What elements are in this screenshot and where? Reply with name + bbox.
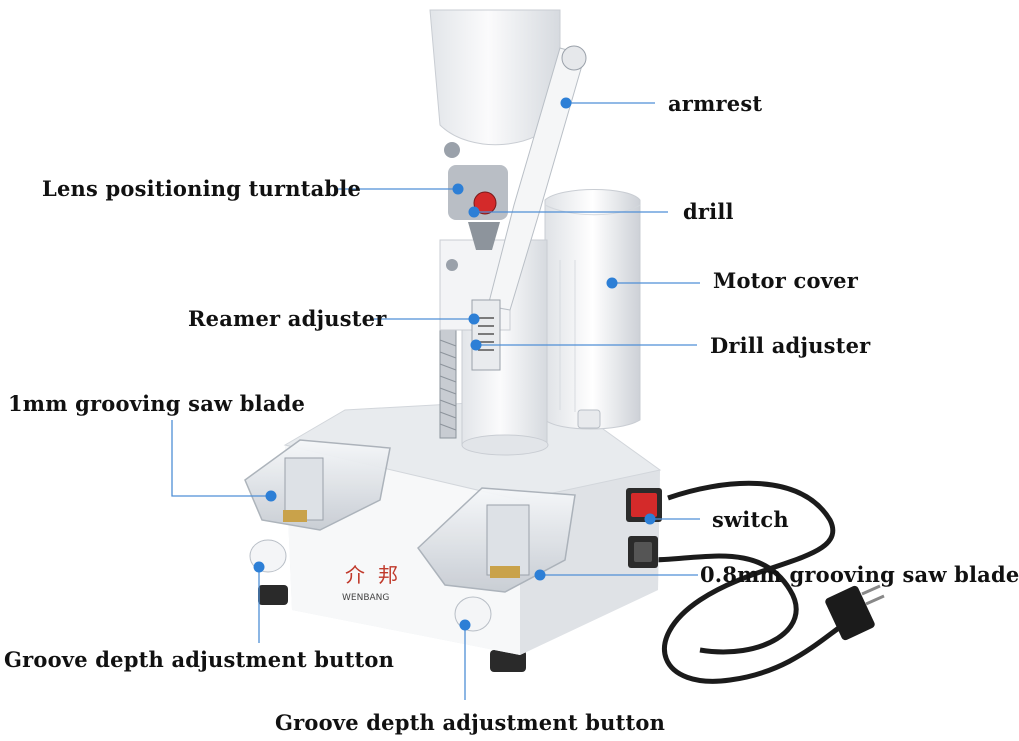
marker-drill-adjuster xyxy=(470,339,482,351)
brand-logo: 介 邦 WENBANG xyxy=(342,563,398,603)
callout-leader-lines xyxy=(171,102,700,700)
marker-1mm-blade xyxy=(265,490,277,502)
callout-reamer-adjuster: Reamer adjuster xyxy=(188,306,387,331)
marker-drill xyxy=(468,206,480,218)
svg-text:介: 介 xyxy=(345,563,365,587)
callout-groove-depth-button-bottom: Groove depth adjustment button xyxy=(275,710,666,735)
callout-groove-depth-button-left: Groove depth adjustment button xyxy=(4,647,395,672)
marker-switch xyxy=(644,513,656,525)
armrest-lever xyxy=(487,45,587,311)
threaded-column xyxy=(439,329,457,439)
drill-head xyxy=(429,9,561,250)
left-blade-housing xyxy=(244,439,391,531)
adjuster-scale xyxy=(471,299,501,371)
callout-drill-adjuster: Drill adjuster xyxy=(710,333,871,358)
callout-switch: switch xyxy=(712,507,789,532)
power-switch xyxy=(626,488,662,568)
marker-08mm-blade xyxy=(534,569,546,581)
marker-armrest xyxy=(560,97,572,109)
power-cable xyxy=(649,480,885,684)
right-blade-housing xyxy=(417,487,576,593)
marker-depth-button-left xyxy=(253,561,265,573)
callout-lens-positioning-turntable: Lens positioning turntable xyxy=(42,176,362,201)
callout-markers xyxy=(253,97,656,631)
marker-depth-button-bottom xyxy=(459,619,471,631)
marker-turntable xyxy=(452,183,464,195)
callout-armrest: armrest xyxy=(668,91,763,116)
marker-motor-cover xyxy=(606,277,618,289)
callout-1mm-grooving-saw-blade: 1mm grooving saw blade xyxy=(8,391,306,416)
brand-logo-text: WENBANG xyxy=(342,593,389,603)
callout-drill: drill xyxy=(683,199,734,224)
callout-08mm-grooving-saw-blade: 0.8mm grooving saw blade xyxy=(700,562,1019,587)
marker-reamer-adjuster xyxy=(468,313,480,325)
svg-text:邦: 邦 xyxy=(378,563,398,587)
motor-housing xyxy=(544,189,641,430)
callout-motor-cover: Motor cover xyxy=(713,268,858,293)
